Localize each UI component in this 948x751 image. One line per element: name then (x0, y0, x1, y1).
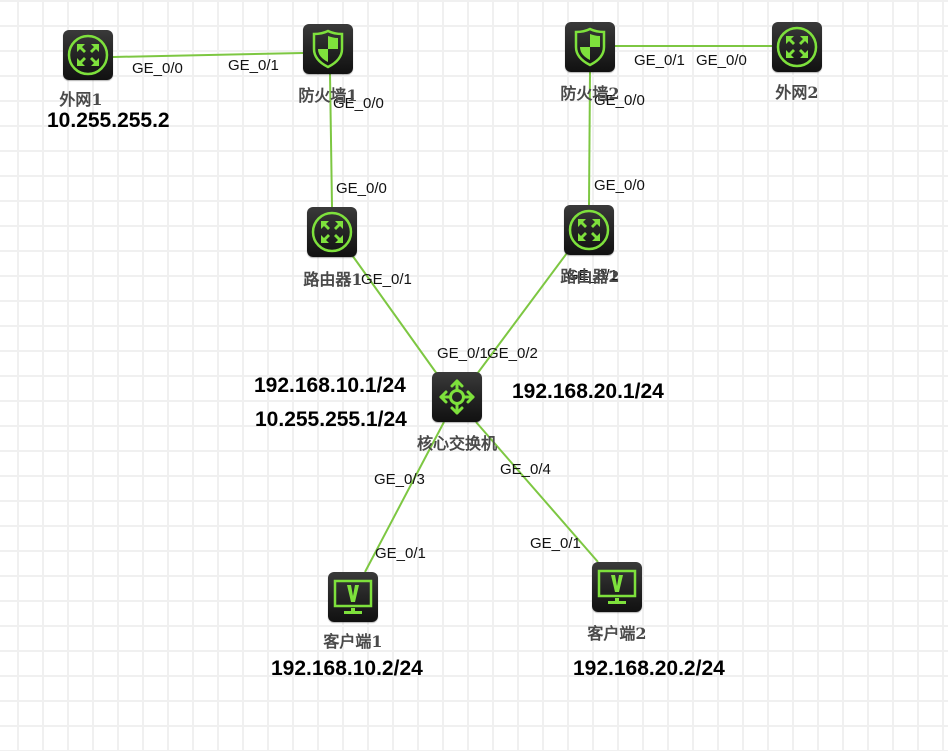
link-r1-core[interactable] (351, 254, 438, 375)
link-r2-core[interactable] (476, 252, 568, 375)
ip-label-pc2: 192.168.20.2/24 (573, 657, 725, 680)
router-icon (311, 211, 353, 253)
ip-label-pc1: 192.168.10.2/24 (271, 657, 423, 680)
port-label-fw1-ge0-1: GE_0/1 (228, 57, 279, 74)
port-label-r1-ge0-1: GE_0/1 (361, 271, 412, 288)
device-pc1[interactable] (328, 572, 378, 622)
router-icon (568, 209, 610, 251)
device-label-r1: 路由器1 (303, 270, 363, 289)
device-label-wan1: 外网1 (59, 90, 103, 109)
port-label-pc1-ge0-1: GE_0/1 (375, 545, 426, 562)
port-label-fw1-ge0-0: GE_0/0 (333, 95, 384, 112)
link-core-pc1[interactable] (364, 421, 445, 573)
device-wan1[interactable] (63, 30, 113, 80)
port-label-fw2-ge0-0: GE_0/0 (594, 92, 645, 109)
ip-label-core-vlan10: 192.168.10.1/24 (254, 374, 406, 397)
ip-label-wan1: 10.255.255.2 (47, 109, 170, 132)
device-label-fw2: 防火墙2 (560, 84, 620, 103)
link-fw1-r1[interactable] (329, 73, 333, 208)
switch-icon (439, 379, 475, 415)
port-label-core-ge0-2: GE_0/2 (487, 345, 538, 362)
firewall-shield-icon (312, 29, 344, 69)
port-label-core-ge0-1: GE_0/1 (437, 345, 488, 362)
port-label-wan2-ge0-0: GE_0/0 (696, 52, 747, 69)
device-wan2[interactable] (772, 22, 822, 72)
monitor-icon (597, 569, 637, 604)
device-label-core-switch: 核心交换机 (416, 434, 498, 453)
port-label-core-ge0-4: GE_0/4 (500, 461, 551, 478)
device-label-pc1: 客户端1 (323, 632, 383, 651)
port-label-r1-ge0-0: GE_0/0 (336, 180, 387, 197)
device-label-pc2: 客户端2 (587, 624, 647, 643)
device-pc2[interactable] (592, 562, 642, 612)
port-label-wan1-ge0-0: GE_0/0 (132, 60, 183, 77)
device-fw1[interactable] (303, 24, 353, 74)
device-r1[interactable] (307, 207, 357, 257)
ip-label-core-vlan20: 192.168.20.1/24 (512, 380, 664, 403)
device-label-r2: 路由器2 (560, 267, 620, 286)
link-core-pc2[interactable] (475, 421, 599, 563)
monitor-icon (333, 579, 373, 614)
firewall-shield-icon (574, 27, 606, 67)
device-r2[interactable] (564, 205, 614, 255)
link-wan1-fw1[interactable] (112, 52, 304, 58)
router-icon (67, 34, 109, 76)
device-fw2[interactable] (565, 22, 615, 72)
port-label-core-ge0-3: GE_0/3 (374, 471, 425, 488)
ip-label-core-uplink: 10.255.255.1/24 (255, 408, 407, 431)
port-label-fw2-ge0-1: GE_0/1 (634, 52, 685, 69)
link-fw2-r2[interactable] (588, 71, 591, 206)
port-label-pc2-ge0-1: GE_0/1 (530, 535, 581, 552)
port-label-r2-ge0-1: GE_0/1 (567, 267, 618, 284)
device-label-fw1: 防火墙1 (298, 86, 358, 105)
device-core-switch[interactable] (432, 372, 482, 422)
device-label-wan2: 外网2 (775, 83, 819, 102)
router-icon (776, 26, 818, 68)
port-label-r2-ge0-0: GE_0/0 (594, 177, 645, 194)
